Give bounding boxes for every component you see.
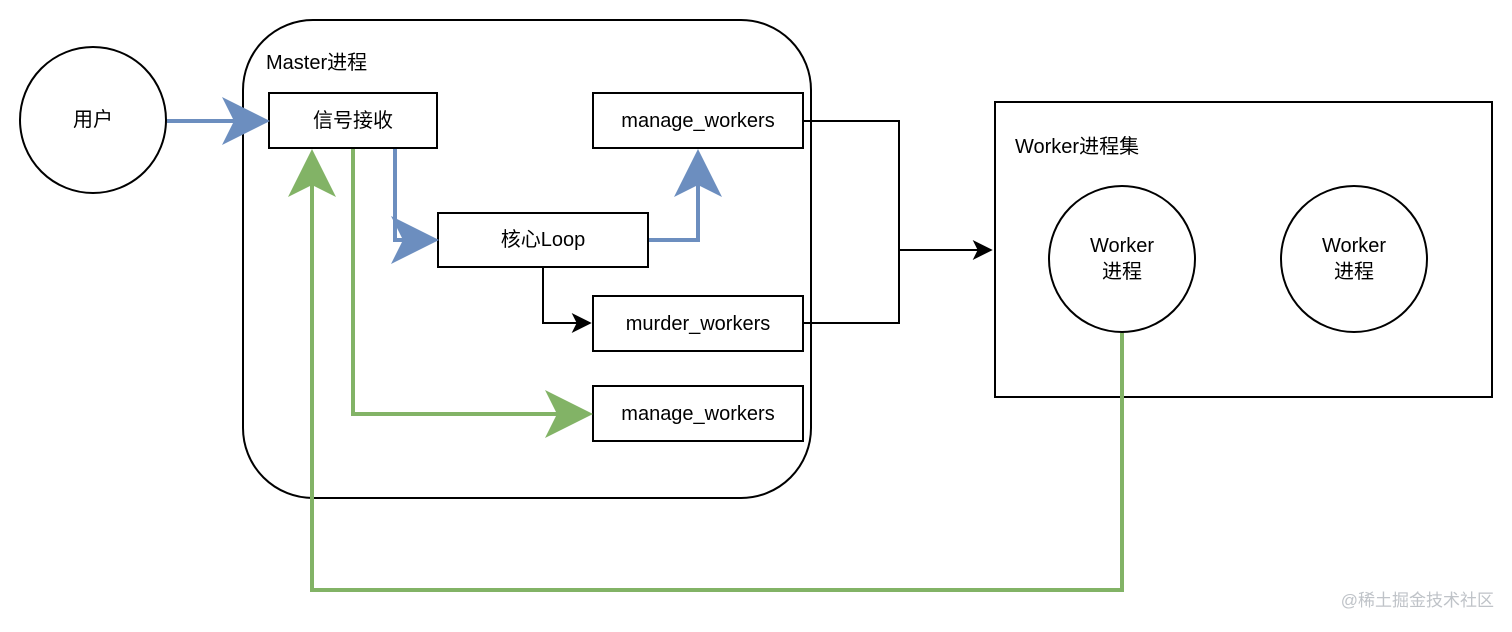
manage-workers-bottom-label: manage_workers [621,402,775,425]
worker-process-circle-2 [1280,185,1428,333]
worker-set-title: Worker进程集 [1015,136,1140,158]
murder-workers-label: murder_workers [625,312,771,335]
worker-process-label-1-line1: Worker [1089,235,1155,257]
arrow-signal-to-manage-workers-bottom [351,149,593,438]
core-loop-label: 核心Loop [500,229,586,251]
worker-process-circle-1 [1048,185,1196,333]
user-node-label: 用户 [73,109,113,131]
core-loop-box [437,212,649,268]
arrow-core-loop-to-manage-workers [649,149,722,242]
master-process-title: Master进程 [266,52,368,74]
arrow-worker-feedback-to-signal [288,149,1124,592]
signal-box-label: 信号接收 [313,109,393,132]
user-node-circle [19,46,167,194]
manage-workers-top-box [592,92,804,149]
arrow-signal-to-core-loop [391,149,439,264]
worker-process-label-2-line1: Worker [1321,235,1387,257]
watermark: @稀土掘金技术社区 [1340,591,1494,610]
worker-process-label-1: Worker 进程 [1049,186,1195,332]
worker-process-label-2: Worker 进程 [1281,186,1427,332]
worker-process-label-1-line2: 进程 [1102,261,1142,283]
manage-workers-top-label: manage_workers [621,109,775,132]
arrow-core-loop-to-murder-workers [542,268,592,333]
line-manage-workers-top-to-worker-set [804,120,900,250]
manage-workers-bottom-box [592,385,804,442]
murder-workers-box [592,295,804,352]
line-murder-workers-to-worker-set [804,250,900,324]
worker-process-label-2-line2: 进程 [1334,261,1374,283]
